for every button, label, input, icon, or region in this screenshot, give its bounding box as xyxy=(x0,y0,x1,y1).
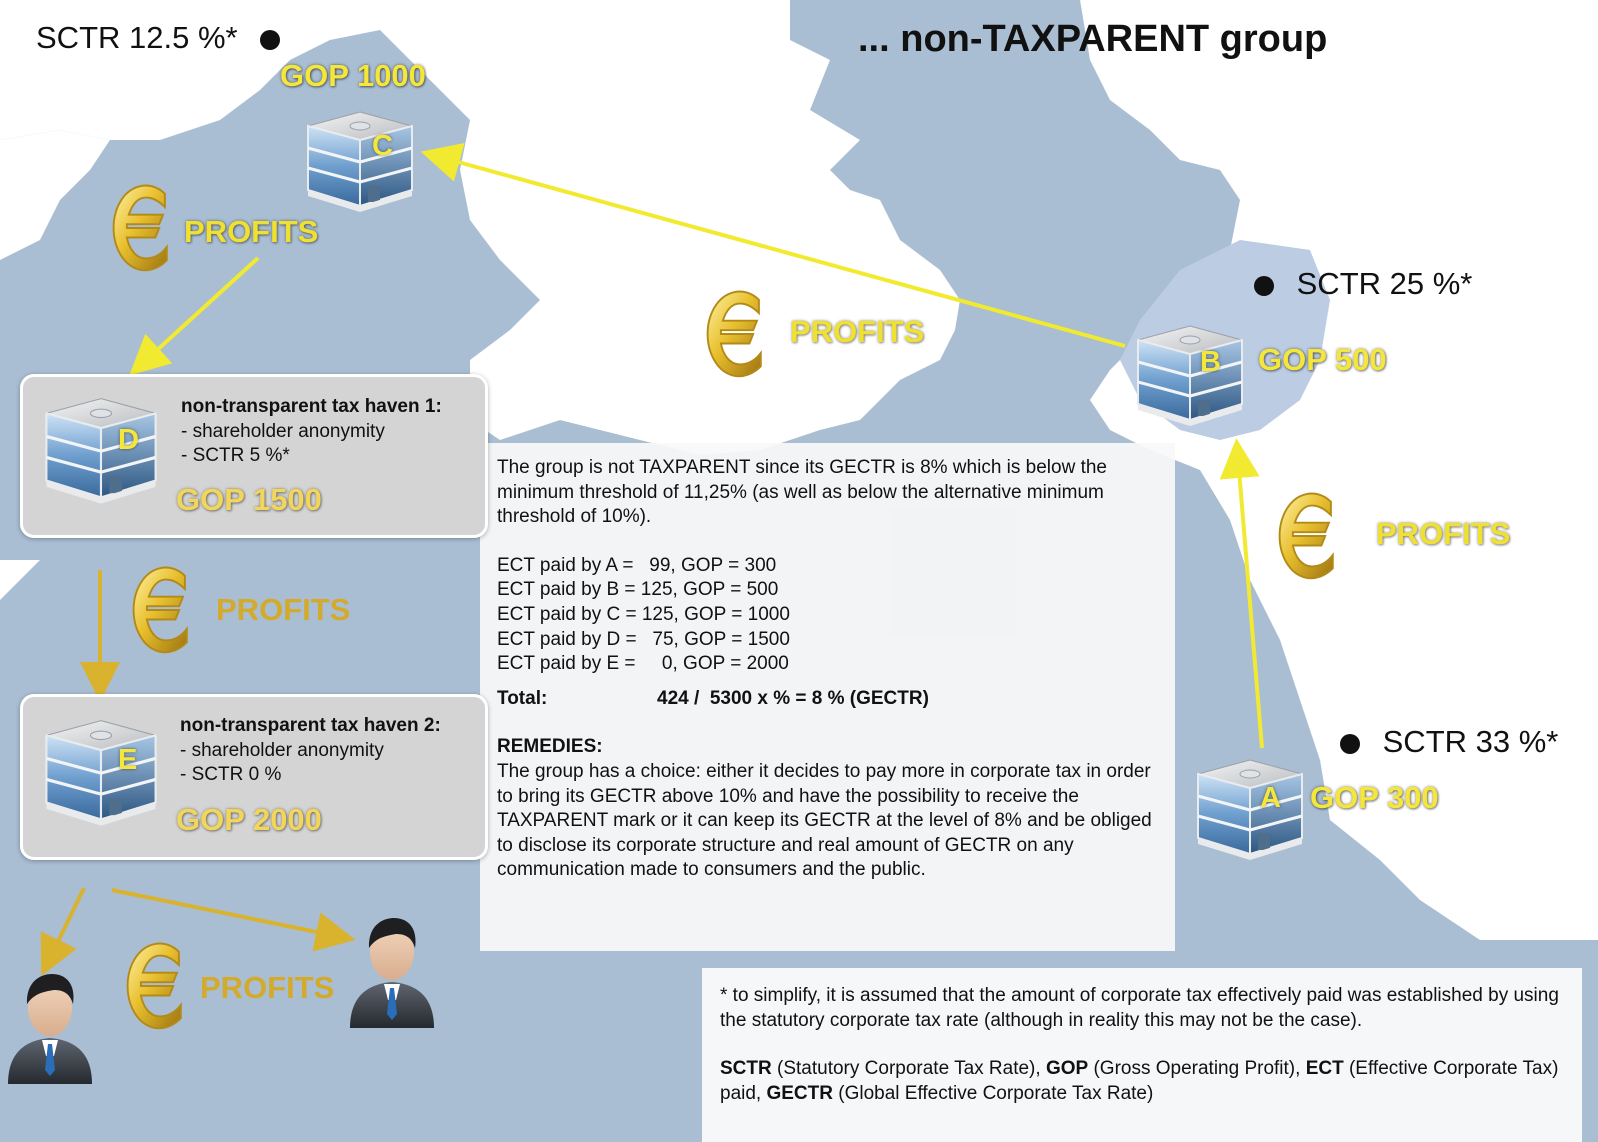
profits-label-a-to-b: PROFITS xyxy=(1376,516,1511,551)
euro-icon xyxy=(126,942,182,1030)
tax-haven-2-line-2: - SCTR 0 % xyxy=(180,764,282,785)
building-e-icon xyxy=(44,719,158,828)
abbr-def-sctr: (Statutory Corporate Tax Rate), xyxy=(771,1058,1046,1080)
ect-row-c: ECT paid by C = 125, GOP = 1000 xyxy=(497,603,790,625)
gop-e-label: GOP 2000 xyxy=(176,802,322,837)
remedies-title: REMEDIES: xyxy=(497,736,603,758)
continent-landmass xyxy=(1080,0,1598,940)
explanation-text: The group is not TAXPARENT since its GEC… xyxy=(497,456,1167,883)
profits-label-c: PROFITS xyxy=(184,214,319,249)
location-dot-icon xyxy=(260,29,281,50)
building-a-icon xyxy=(1196,758,1304,862)
arrow-e-to-shareholder-2 xyxy=(111,888,356,952)
total-row: Total: 424 / 5300 x % = 8 % (GECTR) xyxy=(497,687,1167,712)
ect-row-e: ECT paid by E = 0, GOP = 2000 xyxy=(497,653,789,675)
tax-haven-1-line-1: - shareholder anonymity xyxy=(181,420,385,442)
euro-icon xyxy=(1278,492,1334,580)
footnote-note: * to simplify, it is assumed that the am… xyxy=(720,985,1559,1031)
abbr-def-gectr: (Global Effective Corporate Tax Rate) xyxy=(832,1082,1154,1104)
euro-icon xyxy=(706,290,762,378)
total-value: 424 / 5300 x % = 8 % (GECTR) xyxy=(657,687,929,709)
shareholder-2-icon xyxy=(350,918,434,1028)
sctr-label-b: SCTR 25 %* xyxy=(1254,266,1472,302)
shareholder-1-icon xyxy=(8,974,92,1084)
footnote-panel xyxy=(702,968,1582,1142)
gop-c-label: GOP 1000 xyxy=(280,58,426,93)
profits-label-d-to-e: PROFITS xyxy=(216,592,351,627)
building-b-icon xyxy=(1136,324,1244,428)
tax-haven-2-description: non-transparent tax haven 2: - sharehold… xyxy=(180,714,441,788)
profits-label-e-to-shareholders: PROFITS xyxy=(200,970,335,1005)
abbr-term-ect: ECT xyxy=(1305,1058,1344,1080)
gop-a-label: GOP 300 xyxy=(1310,780,1439,815)
euro-icon xyxy=(112,184,168,272)
tax-haven-2-line-1: - shareholder anonymity xyxy=(180,739,384,761)
sctr-c-text: SCTR 12.5 %* xyxy=(36,20,238,55)
remedies-text: The group has a choice: either it decide… xyxy=(497,760,1152,881)
sctr-a-text: SCTR 33 %* xyxy=(1382,724,1559,759)
tax-haven-1-title: non-transparent tax haven 1: xyxy=(181,396,442,417)
profits-label-b-to-c: PROFITS xyxy=(790,314,925,349)
company-a-letter: A xyxy=(1260,782,1281,814)
abbr-term-sctr: SCTR xyxy=(720,1058,772,1080)
ect-row-b: ECT paid by B = 125, GOP = 500 xyxy=(497,579,779,601)
arrow-b-to-c xyxy=(420,143,1126,348)
gop-b-label: GOP 500 xyxy=(1258,342,1387,377)
abbreviations: SCTR (Statutory Corporate Tax Rate), GOP… xyxy=(720,1057,1560,1106)
company-b-letter: B xyxy=(1200,346,1221,378)
tax-haven-2-title: non-transparent tax haven 2: xyxy=(180,715,441,736)
abbr-term-gectr: GECTR xyxy=(766,1082,833,1104)
sctr-label-c: SCTR 12.5 %* xyxy=(36,20,281,56)
building-d-icon xyxy=(44,397,158,506)
sctr-label-a: SCTR 33 %* xyxy=(1340,724,1558,760)
gop-d-label: GOP 1500 xyxy=(176,482,322,517)
company-e-letter: E xyxy=(118,744,138,776)
abbr-def-ect: (Effective Corporate Tax) paid, xyxy=(720,1058,1564,1104)
arrow-e-to-shareholder-1 xyxy=(40,887,86,976)
abbr-def-gop: (Gross Operating Profit), xyxy=(1088,1058,1306,1080)
explanation-intro: The group is not TAXPARENT since its GEC… xyxy=(497,457,1107,528)
euro-icon xyxy=(132,566,188,654)
page-title: ... non-TAXPARENT group xyxy=(858,18,1328,60)
explanation-panel xyxy=(480,443,1175,951)
location-dot-icon xyxy=(1340,733,1360,754)
ect-row-d: ECT paid by D = 75, GOP = 1500 xyxy=(497,628,790,650)
footnote-text: * to simplify, it is assumed that the am… xyxy=(720,984,1560,1106)
ect-row-a: ECT paid by A = 99, GOP = 300 xyxy=(497,554,777,576)
total-label: Total: xyxy=(497,687,548,709)
company-d-letter: D xyxy=(118,424,139,456)
building-c-icon xyxy=(306,110,414,214)
arrow-a-to-b xyxy=(1219,438,1264,749)
company-c-letter: C xyxy=(372,130,393,162)
sctr-b-text: SCTR 25 %* xyxy=(1296,266,1473,301)
location-dot-icon xyxy=(1254,275,1274,296)
abbr-term-gop: GOP xyxy=(1045,1058,1089,1080)
tax-haven-1-line-2: - SCTR 5 %* xyxy=(181,445,290,466)
tax-haven-1-description: non-transparent tax haven 1: - sharehold… xyxy=(181,395,442,469)
arrow-c-to-d xyxy=(129,256,260,376)
